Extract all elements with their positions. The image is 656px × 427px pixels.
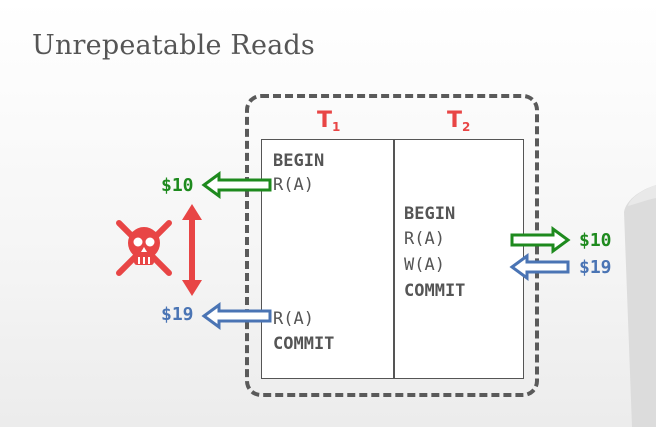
t1-header: T1 — [317, 108, 341, 134]
page-title: Unrepeatable Reads — [32, 30, 315, 61]
left-arrow-icon — [509, 253, 570, 281]
skull-crossbones-icon — [116, 220, 172, 276]
double-arrow-icon — [182, 204, 202, 296]
t1-commit: COMMIT — [273, 334, 335, 354]
schedule-box — [261, 139, 524, 379]
t2-write-value: $19 — [579, 257, 612, 278]
left-arrow-icon — [201, 171, 272, 199]
t2-read: R(A) — [404, 229, 445, 249]
t1-read-1: R(A) — [273, 175, 314, 195]
column-divider — [393, 139, 395, 379]
t2-commit: COMMIT — [404, 281, 466, 301]
t1-read-2: R(A) — [273, 309, 314, 329]
t1-second-read-value: $19 — [161, 304, 194, 325]
t1-begin: BEGIN — [273, 151, 325, 171]
right-arrow-icon — [510, 226, 571, 254]
left-arrow-icon — [201, 302, 272, 330]
t2-header: T2 — [447, 108, 471, 134]
t2-write: W(A) — [404, 255, 445, 275]
t1-first-read-value: $10 — [161, 175, 194, 196]
t2-read-value: $10 — [579, 230, 612, 251]
t2-begin: BEGIN — [404, 204, 456, 224]
